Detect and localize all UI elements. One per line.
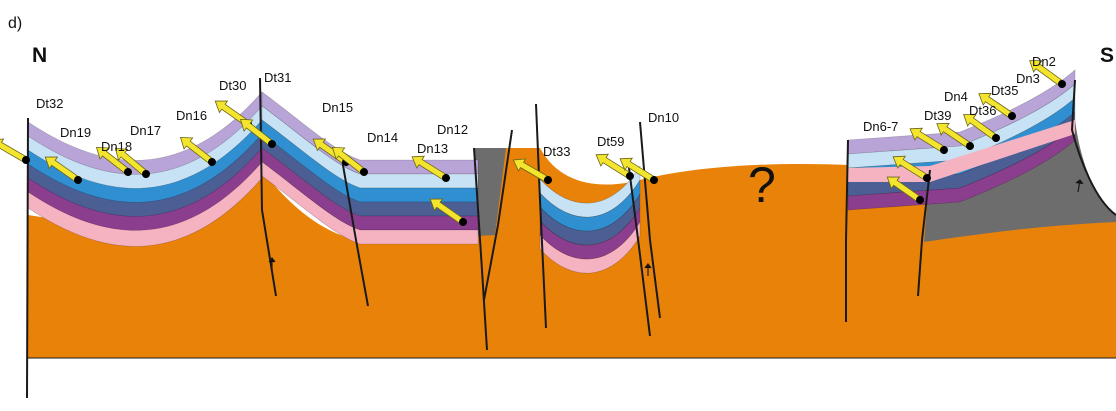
sample-label: Dt30 [219, 78, 246, 93]
stratum-band [539, 220, 641, 274]
unknown-gap-marker: ? [748, 157, 776, 213]
fault-line [339, 147, 369, 307]
sample-label: Dn3 [1016, 71, 1040, 86]
paleomag-direction-arrow [239, 118, 276, 148]
fault-block-grey [474, 148, 506, 236]
fault-sense-marker [268, 257, 276, 270]
paleomag-direction-arrow [114, 147, 150, 178]
panel-label: d) [8, 15, 22, 32]
fault-sense-marker [644, 263, 652, 276]
sample-label: Dn4 [944, 89, 968, 104]
fault-sense-marker [1075, 179, 1084, 193]
paleomag-direction-arrow [0, 138, 30, 164]
fault-sense-markers [268, 179, 1084, 276]
fault-line [483, 129, 513, 301]
paleomag-direction-arrow [595, 153, 634, 180]
paleomag-direction-arrow [963, 114, 1000, 142]
paleomag-direction-arrow [978, 93, 1016, 120]
fault-line [259, 77, 277, 297]
sample-label: Dt36 [969, 103, 996, 118]
south-label: S [1100, 44, 1114, 67]
sample-label: Dt39 [924, 108, 951, 123]
sample-label: Dn15 [322, 100, 353, 115]
paleomag-direction-arrow [619, 157, 658, 184]
fault-line [535, 103, 547, 329]
fault-line [473, 147, 488, 351]
sample-label: Dn14 [367, 130, 398, 145]
paleomag-direction-arrow [512, 158, 552, 184]
fault-line [845, 139, 849, 322]
paleomag-direction-arrow [892, 155, 931, 182]
paleomag-direction-arrow [44, 156, 82, 184]
sample-label: Dn18 [101, 139, 132, 154]
sample-label: Dn13 [417, 141, 448, 156]
stratum-band [261, 161, 479, 245]
paleomag-direction-arrow [1029, 60, 1066, 88]
sample-label: Dn2 [1032, 54, 1056, 69]
fault-line [639, 121, 661, 319]
sample-label: Dt35 [991, 83, 1018, 98]
fault-block-grey [924, 120, 1116, 242]
fault-line [627, 159, 651, 337]
paleomag-direction-arrow [179, 136, 216, 166]
paleomag-direction-arrow [886, 176, 924, 204]
paleomag-direction-arrow [909, 127, 948, 154]
sample-label: Dt59 [597, 134, 624, 149]
sample-label: Dn19 [60, 125, 91, 140]
sample-label: Dn12 [437, 122, 468, 137]
paleomag-direction-arrow [95, 146, 132, 176]
sample-label: Dn16 [176, 108, 207, 123]
fault-line [917, 169, 931, 297]
paleomag-direction-arrow [936, 123, 974, 150]
paleomag-direction-arrow [429, 198, 467, 226]
fault-line [26, 117, 29, 399]
paleomag-arrows [0, 60, 1066, 226]
sample-label: Dt33 [543, 144, 570, 159]
sample-label: Dt31 [264, 70, 291, 85]
stratum-band [848, 120, 1075, 182]
sample-label: Dn17 [130, 123, 161, 138]
sample-label: Dn10 [648, 110, 679, 125]
paleomag-direction-arrow [411, 155, 450, 182]
sample-label: Dn6-7 [863, 119, 898, 134]
fault-lines [26, 77, 1116, 399]
sample-label: Dt32 [36, 96, 63, 111]
paleomag-direction-arrow [331, 146, 368, 176]
north-label: N [32, 44, 47, 67]
fault-line [1070, 79, 1116, 216]
